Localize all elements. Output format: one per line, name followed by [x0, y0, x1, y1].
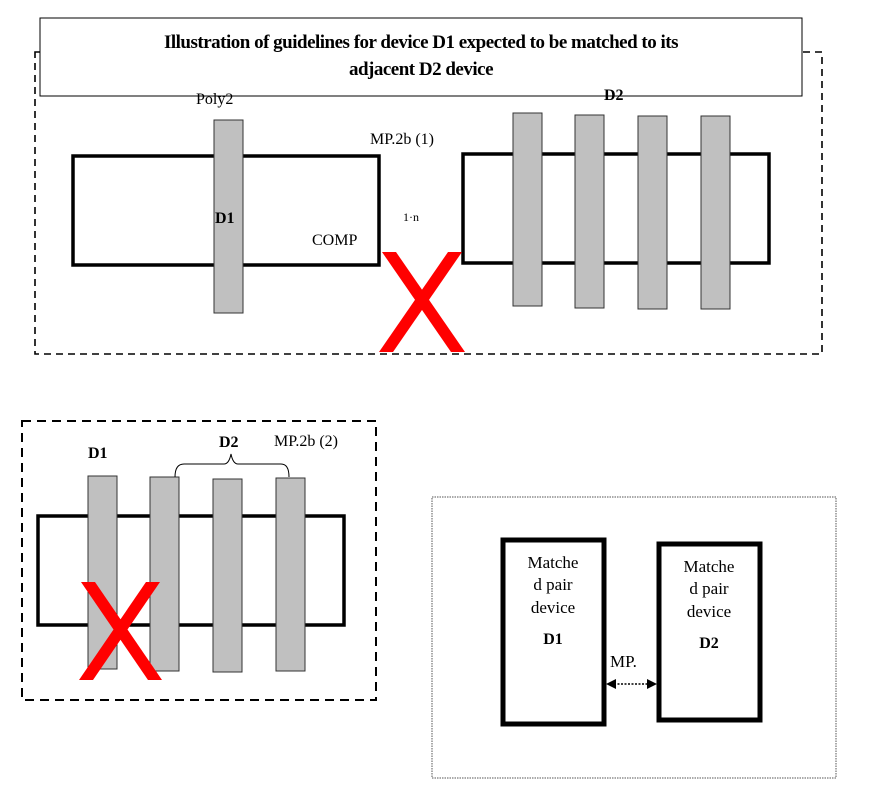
d1-text-name: D1	[543, 631, 563, 648]
d1-poly-gate	[213, 119, 244, 314]
title-box	[39, 17, 803, 97]
double-arrow-icon	[606, 679, 657, 689]
d2-poly-gate	[700, 115, 731, 310]
d2-poly-gate	[212, 478, 243, 673]
panel-2-dashed-border	[21, 420, 377, 701]
red-x-icon	[379, 252, 465, 352]
poly2-label: Poly2	[196, 91, 233, 108]
d1-text-line-2: d pair	[533, 575, 573, 594]
d2-label: D2	[604, 87, 624, 104]
d2-brace	[174, 453, 290, 478]
comp-label: COMP	[312, 232, 357, 249]
panel-1-dashed-border	[34, 51, 823, 355]
d2-text-line-2: d pair	[689, 579, 729, 598]
d1-label: D1	[215, 210, 235, 227]
d2-poly-gate	[512, 112, 543, 307]
d1-text-line-3: device	[531, 598, 575, 617]
panel-3: Matche d pair device D1 Matche d pair de…	[431, 496, 837, 779]
d2-text-line-3: device	[687, 602, 731, 621]
panel-1: Illustration of guidelines for device D1…	[34, 17, 823, 355]
spacing-label-mp: MP.	[610, 652, 637, 671]
title-line-1: Illustration of guidelines for device D1…	[164, 32, 678, 53]
d2-poly-gate	[637, 115, 668, 310]
matched-device-d1-box	[500, 537, 607, 727]
red-x-icon	[79, 582, 162, 680]
d2-text-name: D2	[699, 635, 719, 652]
d2-text-line-1: Matche	[684, 557, 735, 576]
d1-label: D1	[88, 445, 108, 462]
d1-text-line-1: Matche	[528, 553, 579, 572]
rule-label-mp2b-1: MP.2b (1)	[370, 131, 434, 148]
rule-label-mp2b-2: MP.2b (2)	[274, 433, 338, 450]
panel-3-dotted-border	[431, 496, 837, 779]
matched-device-d2-box	[656, 541, 763, 723]
spacing-label: 1·n	[403, 210, 419, 224]
d2-label: D2	[219, 434, 239, 451]
d2-poly-gate	[574, 114, 605, 309]
panel-2: D1 D2 MP.2b (2)	[21, 420, 377, 701]
d2-poly-gate	[149, 476, 180, 672]
title-line-2: adjacent D2 device	[349, 59, 493, 80]
d2-poly-gate	[275, 477, 306, 672]
